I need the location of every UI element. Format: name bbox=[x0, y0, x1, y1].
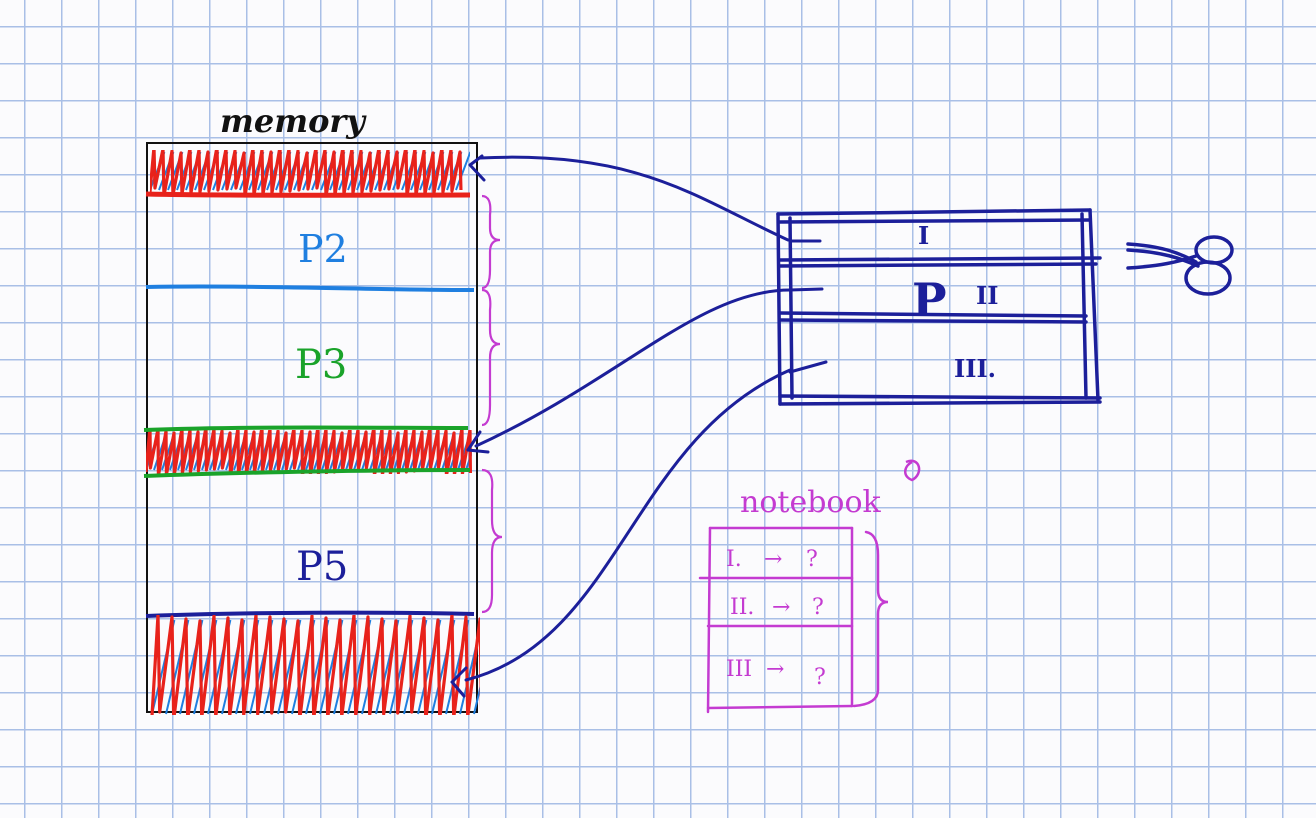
memory-hole-bottom bbox=[150, 615, 480, 715]
notebook-row-3-key: III bbox=[726, 657, 752, 682]
partition-label-p5: P5 bbox=[296, 544, 348, 590]
notebook-row-1-key: I. bbox=[726, 547, 742, 572]
arrow-seg2-to-middle-hole bbox=[474, 288, 792, 448]
segment-row-label-1: I bbox=[918, 221, 929, 250]
memory-title: memory bbox=[220, 102, 367, 140]
hole-scribble bbox=[150, 615, 480, 715]
hole-scribble bbox=[146, 430, 472, 474]
hole-scribble bbox=[150, 150, 470, 194]
notebook-row-2-key: II. bbox=[730, 595, 754, 620]
process-p-label: P bbox=[912, 273, 947, 327]
partition-label-p2: P2 bbox=[298, 227, 348, 271]
memory-hole-middle bbox=[143, 425, 472, 478]
arrow-seg1-to-top-hole bbox=[478, 155, 790, 242]
notebook-row-2-arrow: → bbox=[772, 595, 790, 620]
partition-braces bbox=[481, 194, 503, 614]
segment-table bbox=[776, 208, 1102, 406]
partition-label-p3: P3 bbox=[295, 342, 347, 388]
segment-arrows bbox=[450, 154, 792, 698]
segment-row-label-2: II bbox=[976, 281, 998, 310]
notebook-row-3-value: ? bbox=[814, 665, 826, 690]
memory-partition-p5: P5 bbox=[145, 544, 475, 618]
notebook-row-1-value: ? bbox=[806, 547, 818, 572]
memory-hole-top bbox=[145, 150, 471, 198]
memory-partition-p2: P2 bbox=[145, 227, 475, 292]
notebook-row-1-arrow: → bbox=[764, 547, 782, 572]
arrow-seg3-to-bottom-hole bbox=[464, 368, 792, 682]
segment-row-label-3: III. bbox=[954, 354, 996, 383]
notebook-title: notebook bbox=[740, 485, 882, 520]
notebook-row-3-arrow: → bbox=[766, 657, 784, 682]
notebook-pen-mark bbox=[904, 459, 921, 482]
memory-partition-p3: P3 bbox=[295, 342, 347, 388]
notebook: notebook I. → ? II. → ? III → ? bbox=[698, 459, 921, 714]
scissors-icon bbox=[1126, 235, 1234, 296]
notebook-row-2-value: ? bbox=[812, 595, 824, 620]
memory-diagram: memory P2 P3 P5 bbox=[143, 102, 503, 715]
